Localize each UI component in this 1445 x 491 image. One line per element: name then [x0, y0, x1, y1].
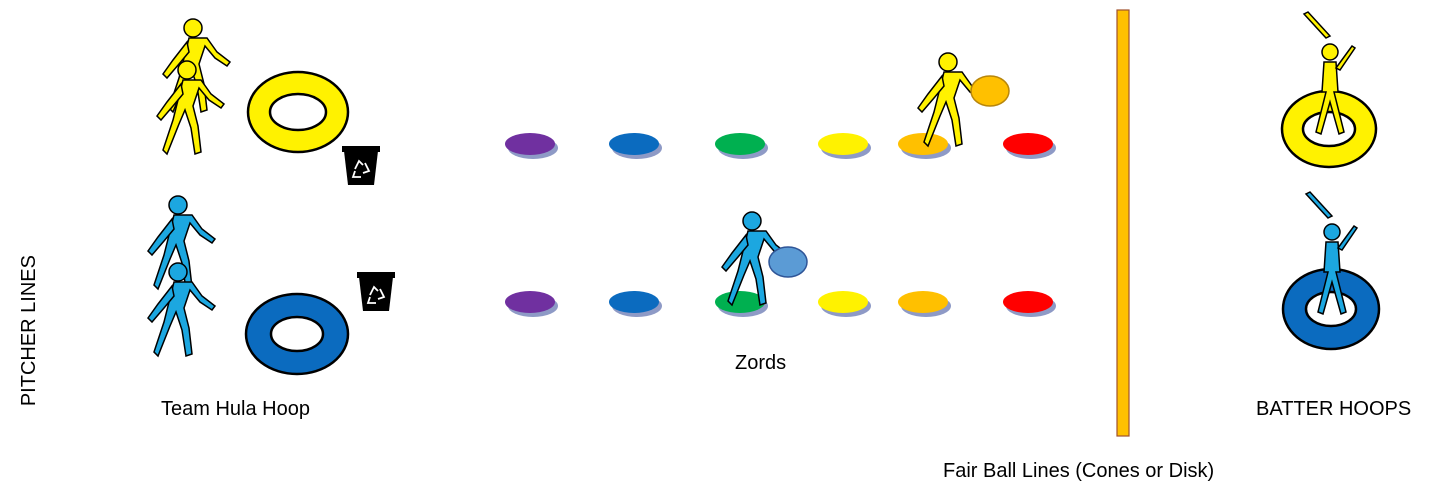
blue-team-hula-hoop-icon [244, 292, 350, 376]
zord-disk-orange-icon [898, 291, 948, 313]
yellow-batter-hoop-icon [1280, 89, 1378, 169]
zord-disk-blue-icon [609, 133, 659, 155]
yellow-team-recycle-bin-icon [341, 145, 381, 186]
yellow-ball-icon [970, 75, 1010, 107]
zord-disk-red-icon [1003, 133, 1053, 155]
yellow-team-hula-hoop-icon [246, 70, 350, 154]
fair-ball-line [1116, 9, 1130, 437]
zord-disk-yellow-icon [818, 133, 868, 155]
blue-team-recycle-bin-icon [356, 271, 396, 312]
fair-ball-lines-label: Fair Ball Lines (Cones or Disk) [943, 460, 1215, 482]
zord-disk-blue-icon [609, 291, 659, 313]
zords-row-bottom [505, 291, 1056, 317]
batter-hoops-label: BATTER HOOPS [1256, 398, 1412, 420]
zord-disk-yellow-icon [818, 291, 868, 313]
zord-disk-green-icon [715, 133, 765, 155]
zord-disk-orange-icon [898, 133, 948, 155]
zord-disk-green-icon [715, 291, 765, 313]
blue-batter-hoop-icon [1281, 267, 1381, 351]
pitcher-lines-label: PITCHER LINES [18, 255, 40, 407]
blue-ball-icon [768, 246, 808, 278]
zord-disk-purple-icon [505, 133, 555, 155]
zords-row-top [505, 133, 1056, 159]
team-hula-hoop-label: Team Hula Hoop [161, 398, 310, 420]
zords-label: Zords [735, 352, 787, 374]
zord-disk-purple-icon [505, 291, 555, 313]
zord-disk-red-icon [1003, 291, 1053, 313]
